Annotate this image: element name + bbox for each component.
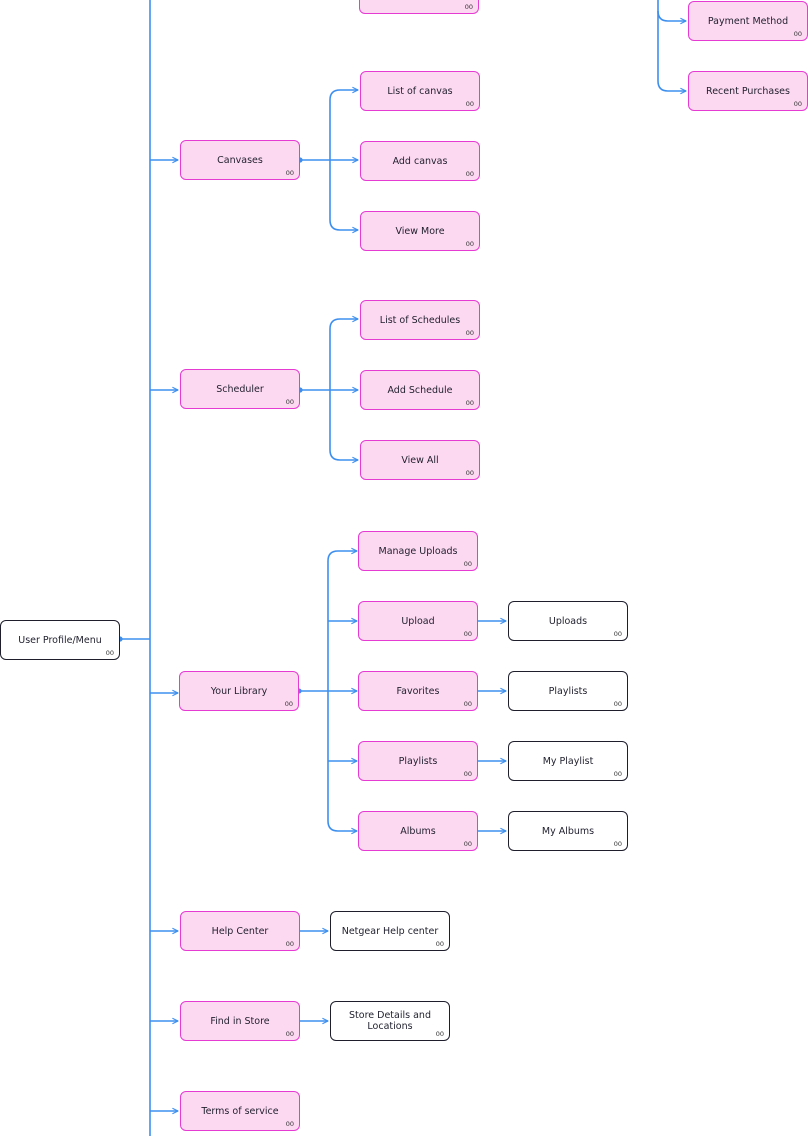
node-terms-of-service[interactable]: Terms of service 00	[180, 1091, 300, 1131]
node-label: Netgear Help center	[341, 925, 439, 937]
node-number: 00	[465, 170, 474, 178]
node-help-center[interactable]: Help Center 00	[180, 911, 300, 951]
node-upload[interactable]: Upload 00	[358, 601, 478, 641]
branch-scheduler-bottom	[329, 390, 358, 460]
node-list-of-schedules[interactable]: List of Schedules 00	[360, 300, 480, 340]
node-label: List of Schedules	[379, 314, 461, 326]
node-favorites[interactable]: Favorites 00	[358, 671, 478, 711]
node-number: 00	[435, 940, 444, 948]
node-label: User Profile/Menu	[18, 634, 102, 646]
node-playlists[interactable]: Playlists 00	[358, 741, 478, 781]
node-label: Uploads	[548, 615, 588, 627]
node-store-details[interactable]: Store Details and Locations 00	[330, 1001, 450, 1041]
node-number: 00	[284, 700, 293, 708]
node-number: 00	[463, 770, 472, 778]
node-label: View More	[395, 225, 445, 237]
node-label: My Playlist	[542, 755, 594, 767]
node-number: 00	[463, 840, 472, 848]
node-albums[interactable]: Albums 00	[358, 811, 478, 851]
branch-canvases-top	[329, 90, 358, 160]
node-label: Add Schedule	[387, 384, 453, 396]
node-label: Albums	[400, 825, 436, 837]
node-number: 00	[613, 840, 622, 848]
node-label: Favorites	[396, 685, 440, 697]
node-label: Your Library	[210, 685, 268, 697]
branch-purchases-2	[657, 11, 686, 91]
node-my-albums[interactable]: My Albums 00	[508, 811, 628, 851]
node-number: 00	[435, 1030, 444, 1038]
node-number: 00	[285, 1030, 294, 1038]
node-label: My Albums	[541, 825, 595, 837]
node-label: Recent Purchases	[706, 85, 790, 97]
node-view-more[interactable]: View More 00	[360, 211, 480, 251]
node-number: 00	[793, 100, 802, 108]
node-find-in-store[interactable]: Find in Store 00	[180, 1001, 300, 1041]
node-number: 00	[465, 469, 474, 477]
node-number: 00	[463, 700, 472, 708]
node-my-playlist[interactable]: My Playlist 00	[508, 741, 628, 781]
node-user-profile-menu[interactable]: User Profile/Menu 00	[0, 620, 120, 660]
node-number: 00	[465, 399, 474, 407]
node-label: List of canvas	[387, 85, 453, 97]
node-playlists-favorites[interactable]: Playlists 00	[508, 671, 628, 711]
node-add-canvas[interactable]: Add canvas 00	[360, 141, 480, 181]
node-number: 00	[465, 100, 474, 108]
node-add-schedule[interactable]: Add Schedule 00	[360, 370, 480, 410]
node-payment-method[interactable]: Payment Method 00	[688, 1, 808, 41]
node-number: 00	[613, 700, 622, 708]
node-label: Store Details and Locations	[349, 1010, 431, 1032]
node-number: 00	[285, 940, 294, 948]
node-label: View All	[401, 454, 439, 466]
branch-canvases-bottom	[329, 160, 358, 230]
branch-library-top	[327, 551, 357, 691]
node-number: 00	[105, 649, 114, 657]
node-label: Find in Store	[210, 1015, 270, 1027]
node-label: Add canvas	[392, 155, 448, 167]
node-label: Playlists	[548, 685, 588, 697]
node-number: 00	[793, 30, 802, 38]
node-number: 00	[465, 329, 474, 337]
node-number: 00	[285, 169, 294, 177]
node-label: Manage Uploads	[378, 545, 458, 557]
branch-library-bottom	[327, 691, 357, 831]
node-netgear-help-center[interactable]: Netgear Help center 00	[330, 911, 450, 951]
branch-scheduler-top	[329, 319, 358, 390]
node-number: 00	[613, 770, 622, 778]
node-label: Canvases	[217, 154, 263, 166]
node-label: Scheduler	[216, 383, 264, 395]
node-canvases[interactable]: Canvases 00	[180, 140, 300, 180]
node-scheduler[interactable]: Scheduler 00	[180, 369, 300, 409]
branch-purchases	[657, 0, 686, 21]
node-label: Playlists	[398, 755, 438, 767]
node-top-cut[interactable]: 00	[359, 0, 479, 14]
node-view-all[interactable]: View All 00	[360, 440, 480, 480]
node-uploads[interactable]: Uploads 00	[508, 601, 628, 641]
node-number: 00	[464, 3, 473, 11]
node-number: 00	[463, 560, 472, 568]
node-label: Upload	[401, 615, 435, 627]
node-number: 00	[285, 398, 294, 406]
node-number: 00	[463, 630, 472, 638]
node-label: Payment Method	[707, 15, 789, 27]
node-number: 00	[285, 1120, 294, 1128]
node-label: Terms of service	[201, 1105, 279, 1117]
node-list-of-canvas[interactable]: List of canvas 00	[360, 71, 480, 111]
node-number: 00	[613, 630, 622, 638]
node-number: 00	[465, 240, 474, 248]
node-your-library[interactable]: Your Library 00	[179, 671, 299, 711]
node-label: Help Center	[211, 925, 269, 937]
node-recent-purchases[interactable]: Recent Purchases 00	[688, 71, 808, 111]
node-manage-uploads[interactable]: Manage Uploads 00	[358, 531, 478, 571]
